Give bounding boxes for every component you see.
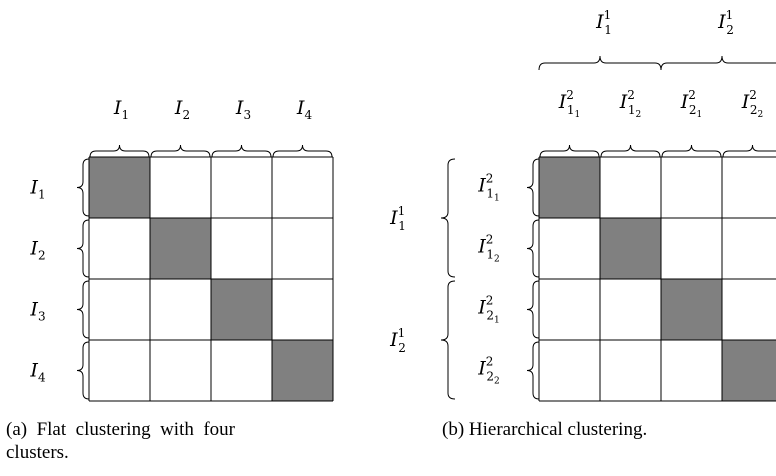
hier-filled-cell: [600, 218, 661, 279]
hier-row-inner-brace: [526, 158, 540, 217]
hier-row-outer-brace: [440, 158, 456, 278]
flat-row-brace: [76, 219, 90, 278]
flat-row-brace: [76, 280, 90, 339]
flat-column-label: I1: [113, 97, 129, 122]
hier-filled-cell: [722, 340, 776, 401]
hier-column-brace: [600, 144, 661, 158]
flat-row-brace: [76, 341, 90, 400]
hier-row-inner-brace: [526, 219, 540, 278]
flat-row-brace: [76, 158, 90, 217]
flat-filled-cell: [89, 157, 150, 218]
flat-row-label: I2: [29, 238, 45, 263]
hier-column-brace: [539, 144, 600, 158]
flat-column-label: I2: [174, 97, 190, 122]
flat-filled-cell: [272, 340, 333, 401]
flat-row-label: I4: [29, 360, 46, 385]
caption-a-line2: clusters.: [6, 442, 69, 463]
hier-row-inner-brace: [526, 280, 540, 339]
flat-column-label: I3: [235, 97, 251, 122]
hier-top-brace: [538, 55, 662, 71]
hier-filled-cell: [539, 157, 600, 218]
flat-column-brace: [89, 144, 150, 158]
caption-a-line1: (a) Flat clustering with four: [6, 419, 236, 440]
hier-row-outer-brace: [440, 280, 456, 400]
caption-a: (a) Flat clustering with four clusters.: [6, 418, 366, 464]
hier-filled-cell: [661, 279, 722, 340]
flat-column-label: I4: [296, 97, 313, 122]
hier-column-brace: [722, 144, 776, 158]
hier-row-inner-brace: [526, 341, 540, 400]
hier-top-brace: [660, 55, 776, 71]
flat-column-brace: [272, 144, 333, 158]
flat-filled-cell: [211, 279, 272, 340]
flat-row-label: I1: [29, 177, 45, 202]
flat-filled-cell: [150, 218, 211, 279]
flat-column-brace: [211, 144, 272, 158]
flat-row-label: I3: [29, 299, 45, 324]
flat-column-brace: [150, 144, 211, 158]
caption-b: (b) Hierarchical clustering.: [442, 419, 648, 440]
hier-column-brace: [661, 144, 722, 158]
